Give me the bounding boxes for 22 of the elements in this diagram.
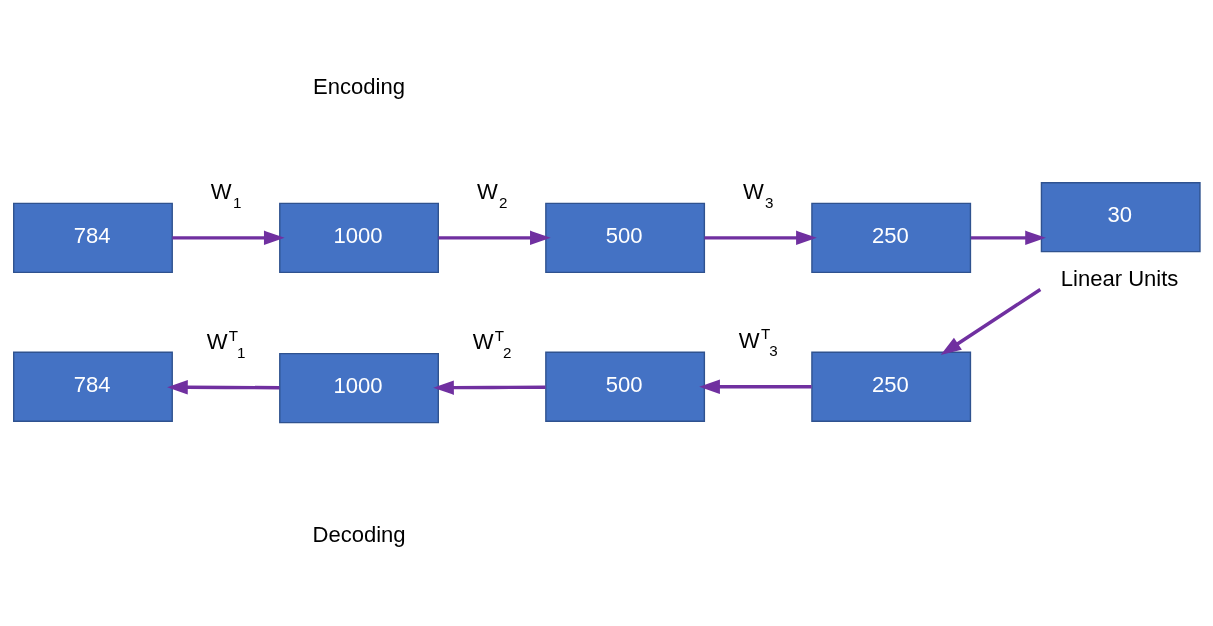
node-box: 250 [811, 351, 972, 422]
node-label: Linear Units [1060, 265, 1179, 291]
edge-label: W$_{1}$ [210, 178, 242, 211]
node-box: 1000 [279, 353, 439, 424]
edge-label: W$_{3}$ [742, 178, 774, 211]
arrow [704, 230, 817, 246]
node-box: 784 [13, 351, 173, 422]
edge-label: W$_{2}$ [476, 178, 508, 211]
node-box: 784 [13, 202, 173, 273]
node-box: 500 [545, 202, 706, 273]
arrow [699, 379, 812, 394]
node-box: 250 [811, 202, 972, 273]
node-box: 1000 [279, 202, 439, 273]
arrow [438, 230, 551, 246]
label: Encoding [313, 74, 406, 100]
arrow [172, 230, 285, 246]
label: Decoding [312, 522, 406, 548]
node-box: 500 [545, 351, 706, 422]
arrow [433, 380, 546, 395]
arrow [167, 380, 280, 395]
arrow [940, 288, 1042, 356]
arrow [971, 230, 1046, 246]
